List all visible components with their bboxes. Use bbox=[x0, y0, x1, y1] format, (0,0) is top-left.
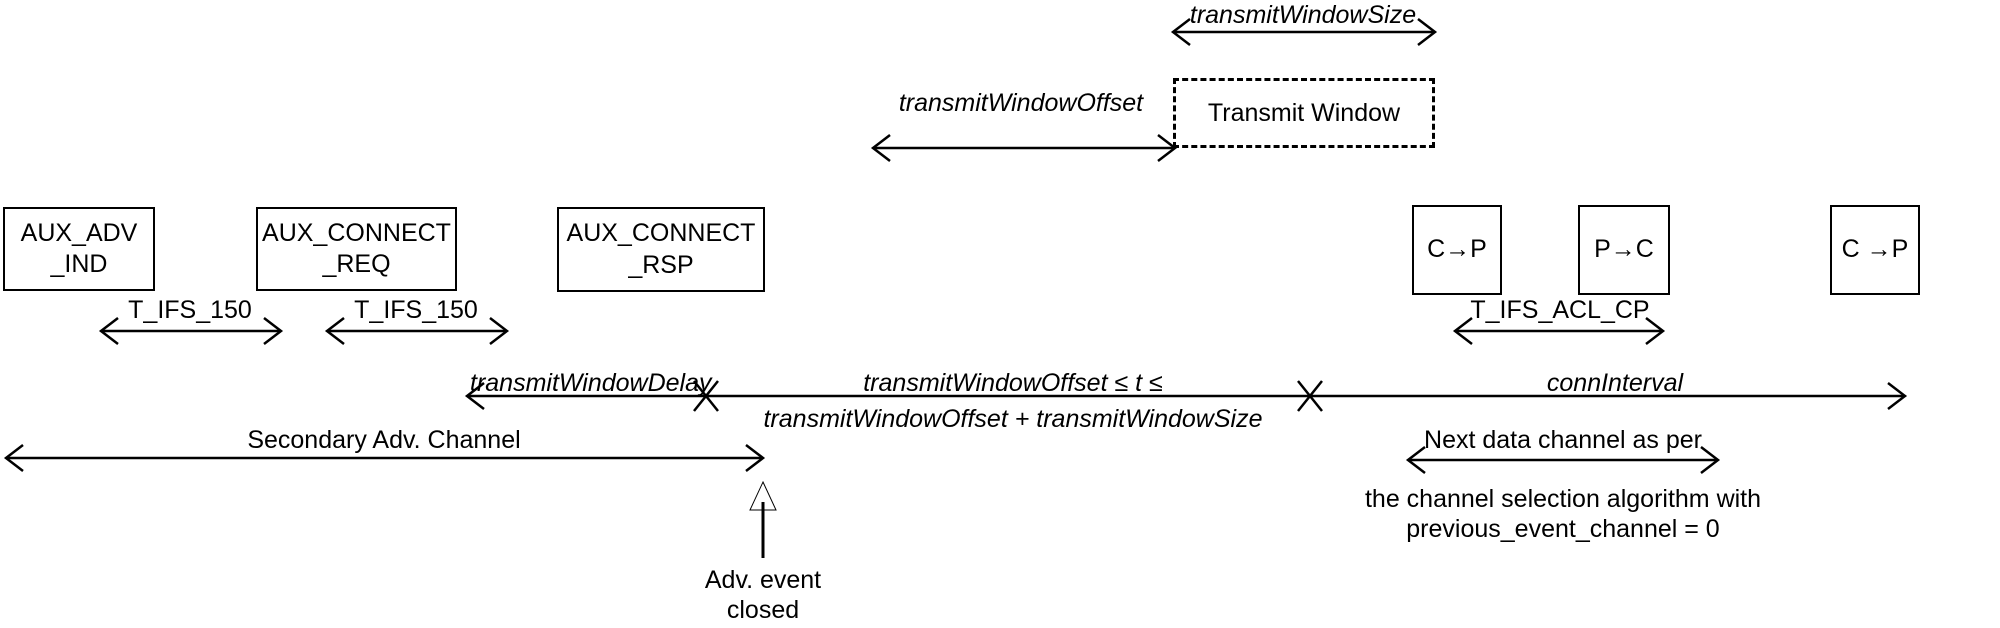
packet-box-aux-connect-req: AUX_CONNECT _REQ bbox=[256, 207, 457, 291]
transmit-window-offset-label: transmitWindowOffset bbox=[898, 89, 1144, 117]
transmit-window-box-label: Transmit Window bbox=[1207, 98, 1401, 127]
transmit-window-size-label: transmitWindowSize bbox=[1189, 1, 1417, 29]
packet-box-aux-adv-ind: AUX_ADV _IND bbox=[3, 207, 155, 291]
transmit-window-delay-label: transmitWindowDelay bbox=[470, 369, 712, 397]
conn-interval-label: connInterval bbox=[1546, 369, 1684, 397]
t-ifs-acl-cp-label: T_IFS_ACL_CP bbox=[1470, 296, 1650, 324]
secondary-adv-channel-label: Secondary Adv. Channel bbox=[247, 426, 521, 454]
adv-event-closed-arrow bbox=[749, 480, 777, 558]
t-ifs-150-first-arrow bbox=[98, 317, 284, 345]
transmit-window-range-upper: transmitWindowOffset ≤ t ≤ bbox=[863, 369, 1163, 397]
packet-box-aux-connect-rsp: AUX_CONNECT _RSP bbox=[557, 207, 765, 292]
t-ifs-150-first-label: T_IFS_150 bbox=[128, 296, 252, 324]
transmit-window-range-lower: transmitWindowOffset + transmitWindowSiz… bbox=[763, 405, 1263, 433]
t-ifs-150-second-arrow bbox=[324, 317, 510, 345]
transmit-window-size-arrow bbox=[1170, 18, 1438, 46]
packet-box-peripheral-to-central: P→C bbox=[1578, 205, 1670, 295]
transmit-window-box: Transmit Window bbox=[1173, 78, 1435, 148]
t-ifs-acl-cp-arrow bbox=[1452, 317, 1666, 345]
main-timeline-axis bbox=[464, 380, 1908, 412]
next-data-channel-label: Next data channel as per bbox=[1424, 426, 1702, 454]
next-data-channel-arrow bbox=[1405, 446, 1721, 474]
transmit-window-offset-arrow bbox=[870, 134, 1178, 162]
packet-box-central-to-peripheral-1: C→P bbox=[1412, 205, 1502, 295]
packet-box-central-to-peripheral-2: C →P bbox=[1830, 205, 1920, 295]
next-data-channel-note: the channel selection algorithm with pre… bbox=[1364, 485, 1762, 543]
secondary-adv-channel-arrow bbox=[3, 444, 766, 472]
adv-event-closed-label: Adv. event closed bbox=[704, 566, 822, 624]
t-ifs-150-second-label: T_IFS_150 bbox=[354, 296, 478, 324]
